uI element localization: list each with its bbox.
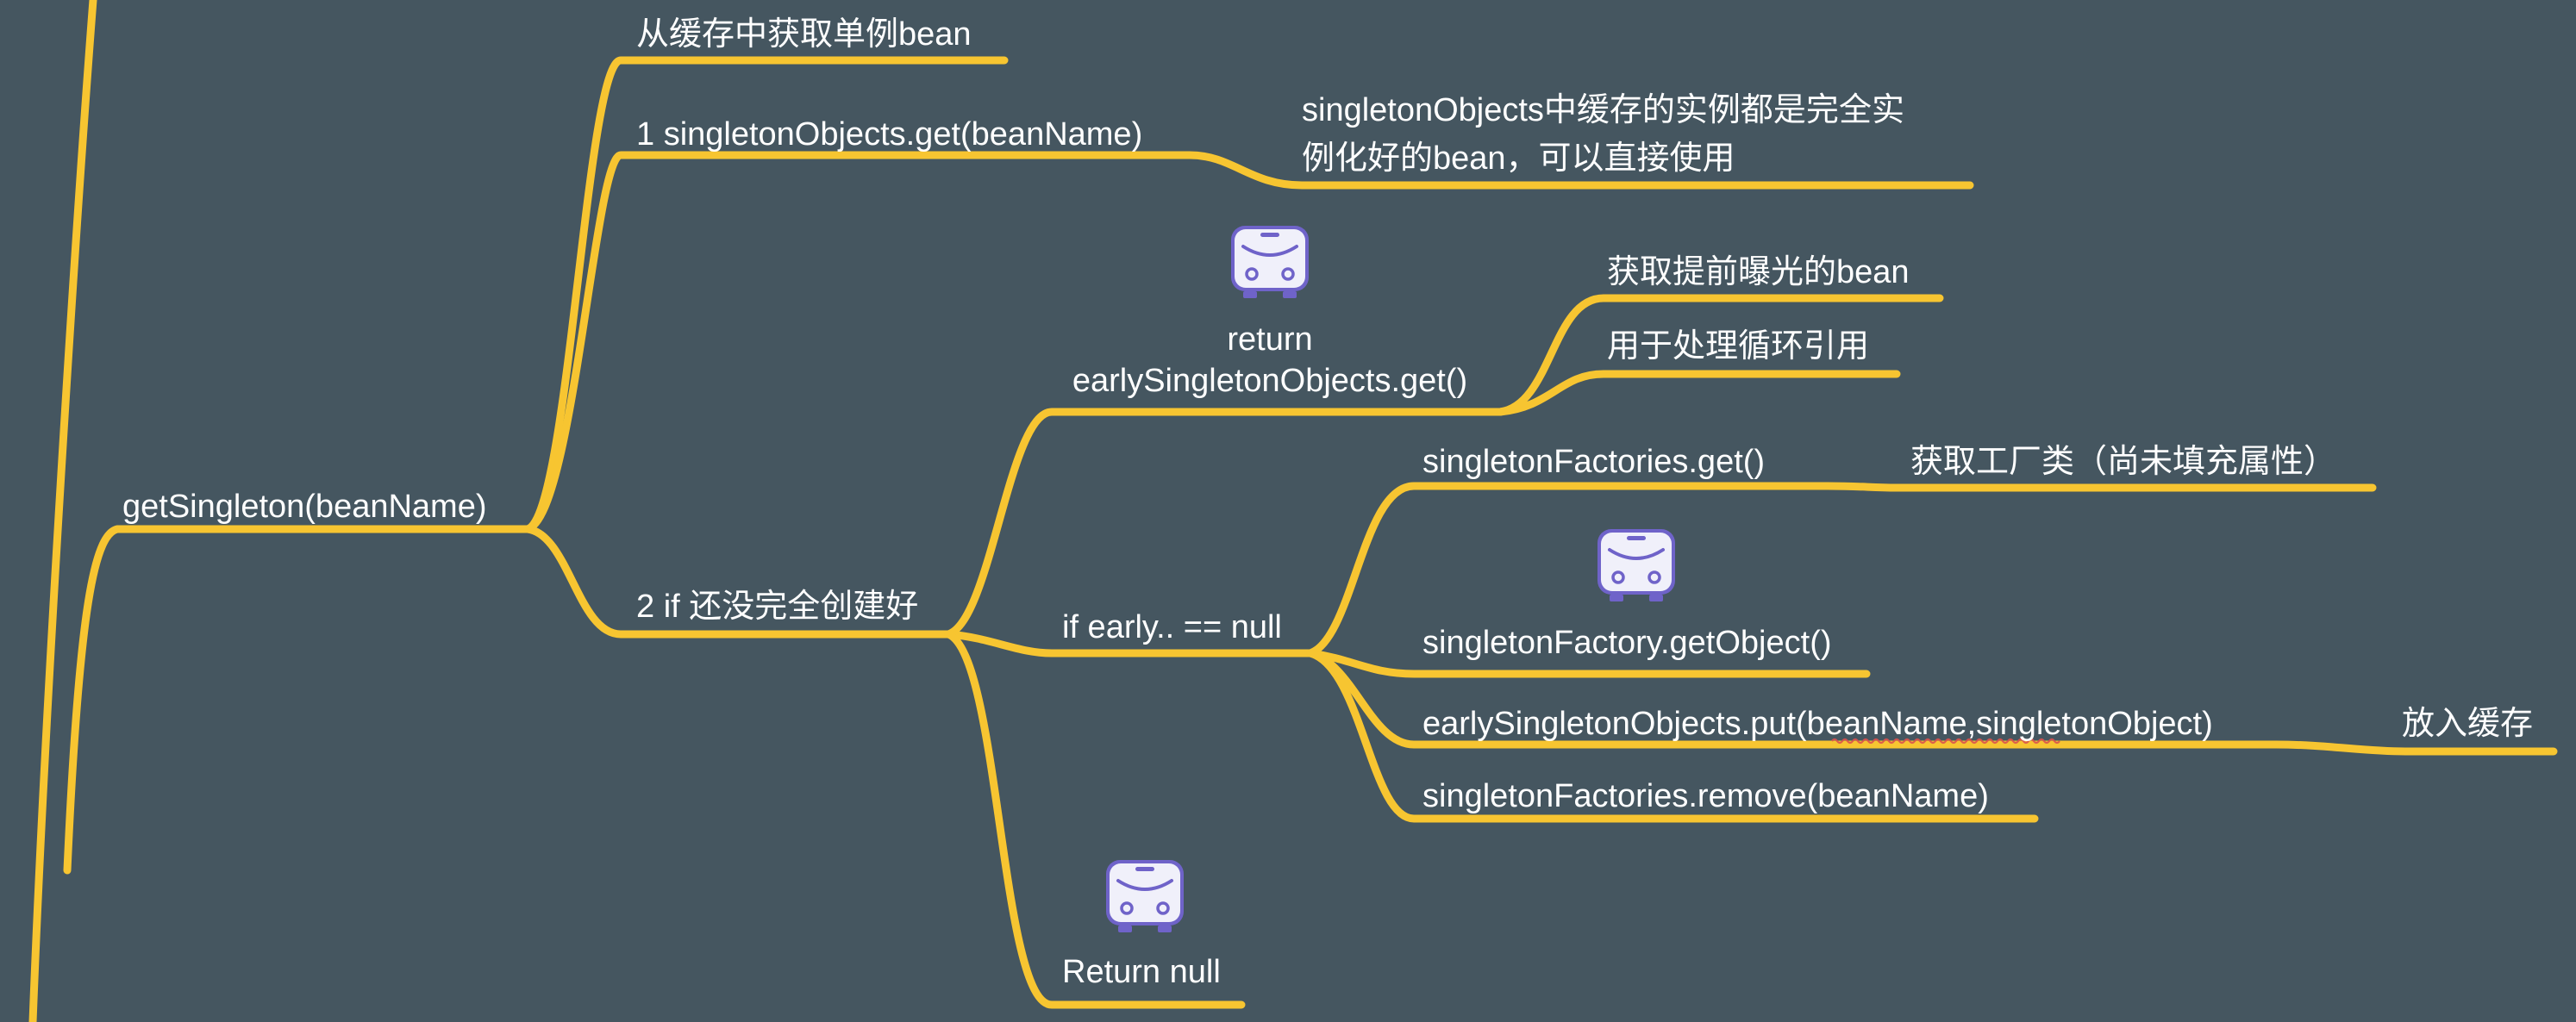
node-early-put[interactable]: earlySingletonObjects.put(beanName,singl…	[1422, 706, 2213, 742]
branch-early-note2	[1496, 370, 1901, 416]
trunk-branch	[28, 0, 97, 1022]
node-early-note2[interactable]: 用于处理循环引用	[1607, 328, 1869, 365]
node-factories-remove[interactable]: singletonFactories.remove(beanName)	[1422, 778, 1989, 814]
bus-icon	[1229, 224, 1310, 300]
node-getsingleton[interactable]: getSingleton(beanName)	[122, 489, 487, 525]
node-factory-getobject[interactable]: singletonFactory.getObject()	[1422, 625, 1832, 661]
node-return-null[interactable]: Return null	[1062, 954, 1221, 990]
branch-early-note1	[1496, 294, 1944, 416]
node-step1[interactable]: 1 singletonObjects.get(beanName)	[636, 116, 1142, 153]
branch-early-put	[1306, 649, 2558, 756]
branch-cache-title	[523, 56, 1009, 533]
branch-factories-get	[1306, 482, 2377, 657]
branch-if-null	[944, 630, 1315, 657]
node-early-return-line2[interactable]: earlySingletonObjects.get()	[1072, 363, 1467, 399]
node-step1-note-line2[interactable]: 例化好的bean，可以直接使用	[1302, 140, 1735, 177]
branch-step1	[523, 151, 1974, 533]
node-early-return-line1[interactable]: return	[1227, 321, 1312, 358]
node-early-note1[interactable]: 获取提前曝光的bean	[1607, 254, 1910, 290]
node-factories-get[interactable]: singletonFactories.get()	[1422, 444, 1765, 480]
spellcheck-underline	[1831, 738, 2060, 745]
node-step1-note-line1[interactable]: singletonObjects中缓存的实例都是完全实	[1302, 92, 1904, 128]
bus-icon	[1596, 527, 1677, 603]
node-cache-title[interactable]: 从缓存中获取单例bean	[636, 16, 972, 53]
root-branch	[63, 525, 532, 875]
node-factories-get-note[interactable]: 获取工厂类（尚未填充属性）	[1910, 444, 2336, 480]
node-early-put-note[interactable]: 放入缓存	[2402, 706, 2533, 742]
branch-step2	[523, 525, 953, 639]
branch-factories-remove	[1306, 649, 2039, 823]
branch-return-null	[944, 630, 1246, 1009]
branch-early-return	[944, 408, 1504, 639]
node-step2[interactable]: 2 if 还没完全创建好	[636, 589, 918, 625]
bus-icon	[1104, 858, 1185, 934]
node-if-null[interactable]: if early.. == null	[1062, 609, 1282, 645]
